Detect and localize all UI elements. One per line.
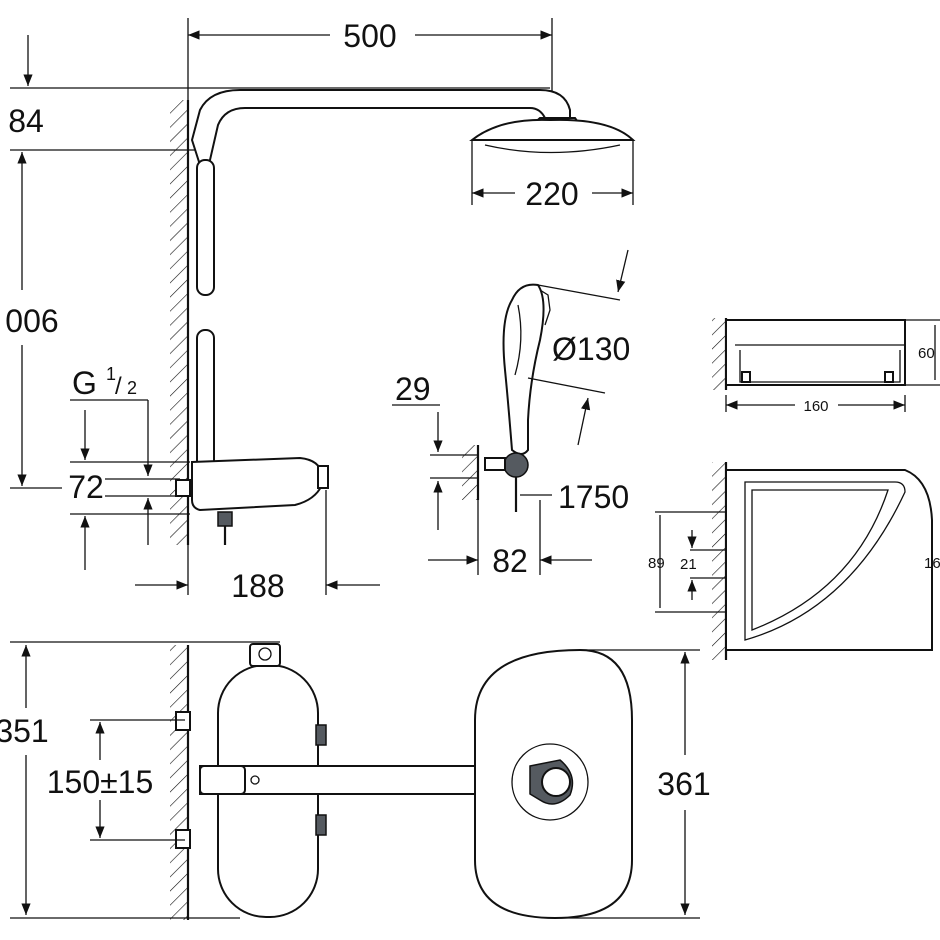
head-diameter-label: 220 [525,176,578,212]
thermostat-depth-label: 188 [231,568,284,604]
top-outlet [249,643,281,667]
riser-pipe-lower [196,329,215,471]
shelf-depth-label: 60 [918,345,935,362]
inlet-height-label: 72 [68,469,104,505]
riser-pipe-upper [196,159,215,296]
thermostat-knob [317,465,329,489]
inlet-centres-label: 150±15 [47,764,154,800]
thermostat-body [191,456,323,512]
handshower-diameter-label: Ø130 [552,331,630,367]
body-height-label: 351 [0,713,49,749]
inlet-thread-g: G [72,365,97,401]
shelf-side [725,319,906,386]
wall-hatch [170,100,188,545]
corner-offset-label: 89 [648,555,665,572]
plate-rosette [511,743,589,821]
arm-length-label: 500 [343,18,396,54]
total-height-label: 006 [5,303,58,339]
plate-height-label: 361 [657,766,710,802]
corner-shelf-outline [725,469,933,651]
outlet-nut [217,511,233,527]
svg-text:/: / [115,373,122,400]
shelf-corner-view: 89 21 16 [648,462,940,660]
inlet-connector [175,479,191,497]
holder-height-label: 1750 [558,479,629,515]
shower-head-spray [484,144,621,154]
shelf-width-label: 160 [803,398,828,415]
front-view: 351 150±15 361 [0,641,711,920]
inlet-thread-num: 1 [106,364,116,384]
holder-knob [503,452,529,478]
side-view: 500 84 220 006 G 1 / 2 [5,18,636,604]
holder-offset-label: 29 [395,371,431,407]
corner-gap-label: 21 [680,556,697,573]
holder-depth-label: 82 [492,543,528,579]
inlet-thread-den: 2 [127,378,137,398]
shelf-side-view: 60 160 [712,318,940,415]
inlet-lower [175,829,191,849]
holder-arm [484,457,506,471]
shower-head [469,118,636,141]
inlet-upper [175,711,191,731]
corner-shelf-tray [744,481,906,641]
handshower-view: Ø130 29 1750 82 [392,249,630,579]
top-offset-label: 84 [8,103,44,139]
handshower [502,283,545,455]
corner-size-label: 16 [924,555,940,572]
